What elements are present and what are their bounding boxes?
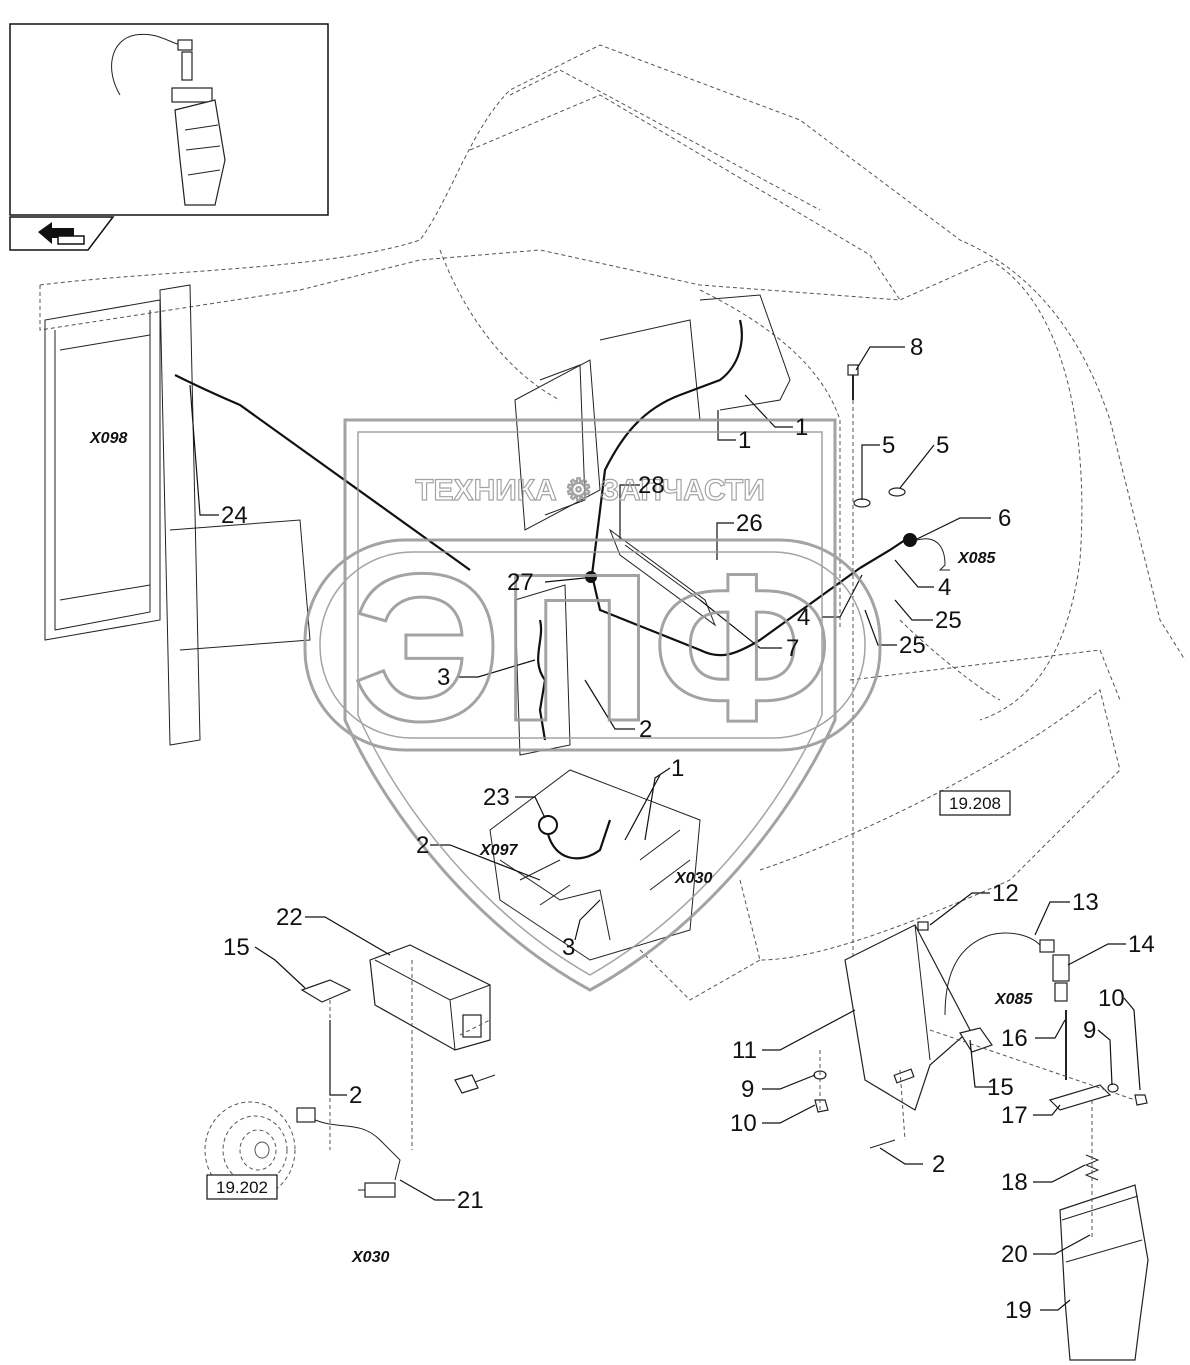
connector-label-x098: X098 bbox=[89, 430, 127, 447]
callout-5: 5 bbox=[936, 432, 949, 459]
reference-box-19-202[interactable]: 19.202 bbox=[206, 1174, 278, 1200]
callout-2: 2 bbox=[932, 1151, 945, 1178]
leader-lines bbox=[189, 346, 1141, 1311]
bolt-lower-left bbox=[454, 1074, 496, 1094]
callout-5: 5 bbox=[882, 432, 895, 459]
callout-6: 6 bbox=[998, 505, 1011, 532]
speed-sensor-21 bbox=[296, 1107, 401, 1198]
callout-10: 10 bbox=[1098, 985, 1125, 1012]
connector-label-x085: X085 bbox=[957, 550, 996, 567]
callout-4: 4 bbox=[797, 604, 810, 631]
spring-18 bbox=[1084, 1154, 1100, 1181]
callout-2: 2 bbox=[349, 1082, 362, 1109]
callout-19: 19 bbox=[1005, 1297, 1032, 1324]
bolt-8 bbox=[847, 364, 859, 400]
callout-2: 2 bbox=[416, 832, 429, 859]
pin-2-right bbox=[869, 1139, 896, 1149]
shield-plate-11 bbox=[844, 924, 971, 1111]
callout-27: 27 bbox=[507, 569, 534, 596]
machine-body-outline bbox=[39, 44, 1186, 1001]
callout-20: 20 bbox=[1001, 1241, 1028, 1268]
harness-3 bbox=[537, 619, 547, 741]
inset-nav-tab[interactable] bbox=[9, 216, 115, 251]
connector-plug-6 bbox=[903, 533, 950, 571]
back-arrow-icon bbox=[38, 222, 85, 245]
callout-25: 25 bbox=[935, 607, 962, 634]
callout-26: 26 bbox=[736, 510, 763, 537]
connector-label-x030-bottom: X030 bbox=[351, 1249, 389, 1266]
flap-19 bbox=[1059, 1184, 1149, 1361]
washer-nut-right bbox=[1107, 1083, 1148, 1106]
washer-nut-left bbox=[813, 1070, 829, 1113]
main-harness bbox=[174, 319, 906, 657]
callout-12: 12 bbox=[992, 880, 1019, 907]
callout-3: 3 bbox=[562, 934, 575, 961]
callout-28: 28 bbox=[638, 472, 665, 499]
bracket-17 bbox=[1048, 1084, 1112, 1111]
svg-text:19.208: 19.208 bbox=[949, 794, 1001, 813]
lower-support-frame bbox=[489, 769, 701, 961]
callout-1: 1 bbox=[671, 755, 684, 782]
callout-8: 8 bbox=[910, 334, 923, 361]
bracket-28 bbox=[608, 528, 717, 627]
watermark-logo: ТЕХНИКА ⚙ ЗАПЧАСТИ ЭПФ bbox=[303, 418, 882, 992]
callout-1: 1 bbox=[795, 414, 808, 441]
bolt-12 bbox=[917, 921, 929, 931]
reference-box-19-208[interactable]: 19.208 bbox=[939, 790, 1011, 816]
callout-17: 17 bbox=[1001, 1102, 1028, 1129]
callout-2: 2 bbox=[639, 716, 652, 743]
callout-25: 25 bbox=[899, 632, 926, 659]
mounting-block-22 bbox=[369, 944, 491, 1051]
svg-text:19.202: 19.202 bbox=[216, 1178, 268, 1197]
callout-14: 14 bbox=[1128, 931, 1155, 958]
watermark-logo-text: ЭПФ bbox=[352, 530, 832, 765]
inset-thumbnail[interactable] bbox=[9, 23, 329, 216]
left-frame-panel bbox=[44, 284, 311, 746]
sensor-23 bbox=[538, 815, 612, 860]
callout-11: 11 bbox=[732, 1037, 757, 1064]
pad-15-right bbox=[959, 1027, 993, 1053]
connector-label-x030: X030 bbox=[674, 870, 712, 887]
callout-4: 4 bbox=[938, 574, 951, 601]
connector-label-x097: X097 bbox=[479, 842, 518, 859]
callout-13: 13 bbox=[1072, 889, 1099, 916]
connector-labels: X098 X085 X097 X030 X085 X030 bbox=[89, 430, 1033, 1266]
callout-18: 18 bbox=[1001, 1169, 1028, 1196]
pad-15 bbox=[300, 979, 352, 1003]
sensor-cable-13 bbox=[944, 932, 1070, 1016]
callout-3: 3 bbox=[437, 664, 450, 691]
harness-clip-27 bbox=[585, 571, 597, 583]
callout-1: 1 bbox=[738, 427, 751, 454]
callout-23: 23 bbox=[483, 784, 510, 811]
callout-24: 24 bbox=[221, 502, 248, 529]
callout-16: 16 bbox=[1001, 1025, 1028, 1052]
callout-21: 21 bbox=[457, 1187, 484, 1214]
connector-label-x085-detail: X085 bbox=[994, 991, 1033, 1008]
callout-9: 9 bbox=[1083, 1017, 1096, 1044]
callout-22: 22 bbox=[276, 904, 303, 931]
callout-9: 9 bbox=[741, 1076, 754, 1103]
callout-7: 7 bbox=[786, 635, 799, 662]
callout-numbers: 8 1 1 5 5 28 6 26 24 27 4 4 25 25 7 3 2 … bbox=[221, 334, 1155, 1324]
callout-15: 15 bbox=[987, 1074, 1014, 1101]
watermark-brand-line: ТЕХНИКА ⚙ ЗАПЧАСТИ bbox=[415, 474, 765, 507]
callout-10: 10 bbox=[730, 1110, 757, 1137]
callout-15: 15 bbox=[223, 934, 250, 961]
washers-5 bbox=[853, 487, 906, 508]
